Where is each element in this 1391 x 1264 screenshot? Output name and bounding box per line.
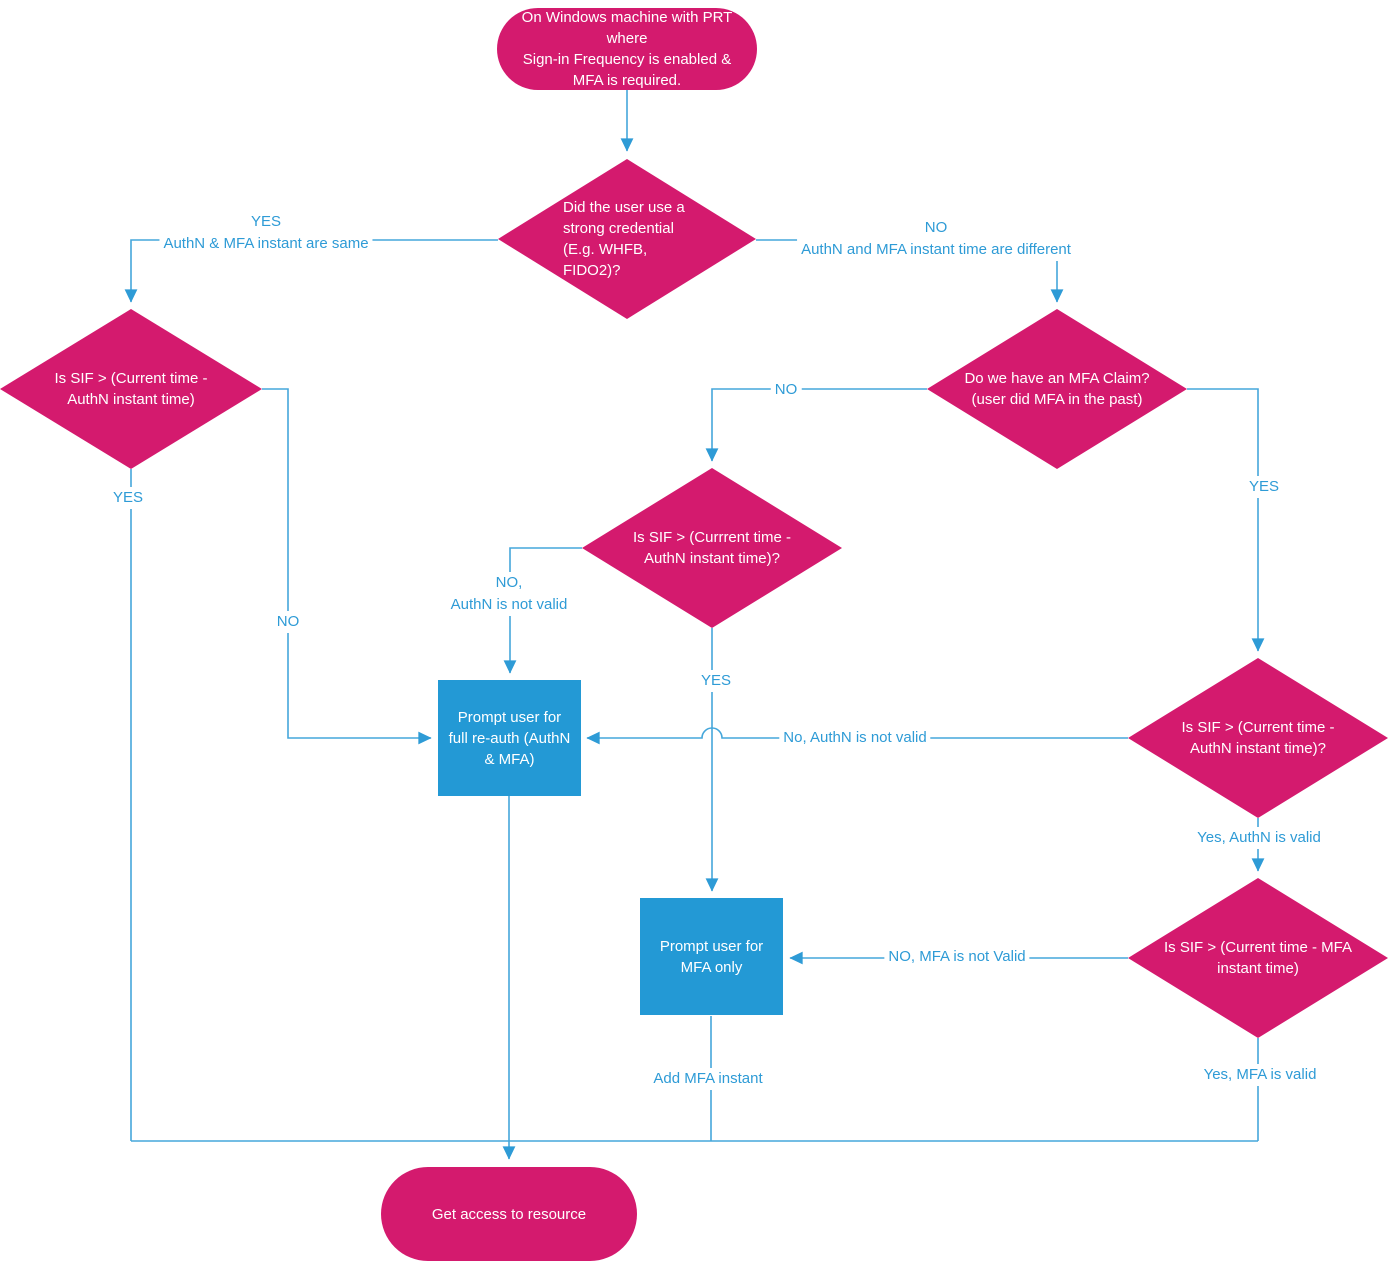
decision-sif-authn-left-label: Is SIF > (Current time - AuthN instant t…	[54, 370, 208, 408]
decision-mfa-claim: Do we have an MFA Claim? (user did MFA i…	[927, 309, 1187, 469]
decision-mfa-claim-label: Do we have an MFA Claim? (user did MFA i…	[964, 370, 1150, 408]
decision-sif-authn-mid: Is SIF > (Currrent time - AuthN instant …	[582, 468, 842, 628]
edge-label-claim-no: NO	[770, 379, 802, 401]
edge-right-diamond-no	[586, 727, 1128, 745]
edge-label-claim-yes: YES	[1244, 476, 1284, 498]
edge-label-credential-yes: YES AuthN & MFA instant are same	[159, 211, 373, 255]
edge-label-right-yes: Yes, AuthN is valid	[1193, 827, 1325, 849]
decision-sif-authn-right: Is SIF > (Current time - AuthN instant t…	[1128, 658, 1388, 818]
edge-mfa-claim-yes	[1187, 388, 1265, 652]
decision-sif-authn-right-label: Is SIF > (Current time - AuthN instant t…	[1181, 719, 1335, 757]
edge-left-diamond-no	[262, 388, 432, 745]
edge-credential-yes	[124, 239, 498, 303]
edge-label-mfa-no: NO, MFA is not Valid	[884, 946, 1030, 968]
edge-label-mid-no: NO, AuthN is not valid	[446, 572, 572, 616]
edge-label-mfa-yes: Yes, MFA is valid	[1199, 1064, 1321, 1086]
process-mfa-only: Prompt user for MFA only	[640, 898, 783, 1015]
edge-mid-diamond-no	[503, 547, 582, 674]
decision-strong-credential-label: Did the user use a strong credential (E.…	[563, 199, 685, 279]
decision-sif-mfa: Is SIF > (Current time - MFA instant tim…	[1128, 878, 1388, 1038]
node-end-label: Get access to resource	[431, 1205, 587, 1223]
edge-label-right-no: No, AuthN is not valid	[779, 727, 931, 749]
decision-sif-authn-mid-label: Is SIF > (Currrent time - AuthN instant …	[633, 529, 791, 567]
edge-label-add-mfa-instant: Add MFA instant	[649, 1068, 767, 1090]
decision-strong-credential: Did the user use a strong credential (E.…	[498, 159, 756, 319]
edge-mfa-claim-no	[705, 388, 927, 462]
edge-label-left-no: NO	[272, 611, 304, 633]
process-full-reauth: Prompt user for full re-auth (AuthN & MF…	[438, 680, 581, 796]
edge-label-left-yes: YES	[108, 487, 148, 509]
decision-sif-authn-left: Is SIF > (Current time - AuthN instant t…	[0, 309, 262, 469]
edge-label-credential-no: NO AuthN and MFA instant time are differ…	[797, 217, 1075, 261]
process-mfa-only-label: Prompt user for MFA only	[659, 937, 764, 976]
decision-sif-mfa-label: Is SIF > (Current time - MFA instant tim…	[1164, 939, 1352, 977]
edge-label-mid-yes: YES	[696, 670, 736, 692]
node-start: On Windows machine with PRT where Sign-i…	[497, 8, 757, 90]
node-start-label: On Windows machine with PRT where Sign-i…	[521, 9, 733, 89]
node-end: Get access to resource	[381, 1167, 637, 1261]
process-full-reauth-label: Prompt user for full re-auth (AuthN & MF…	[448, 708, 571, 768]
